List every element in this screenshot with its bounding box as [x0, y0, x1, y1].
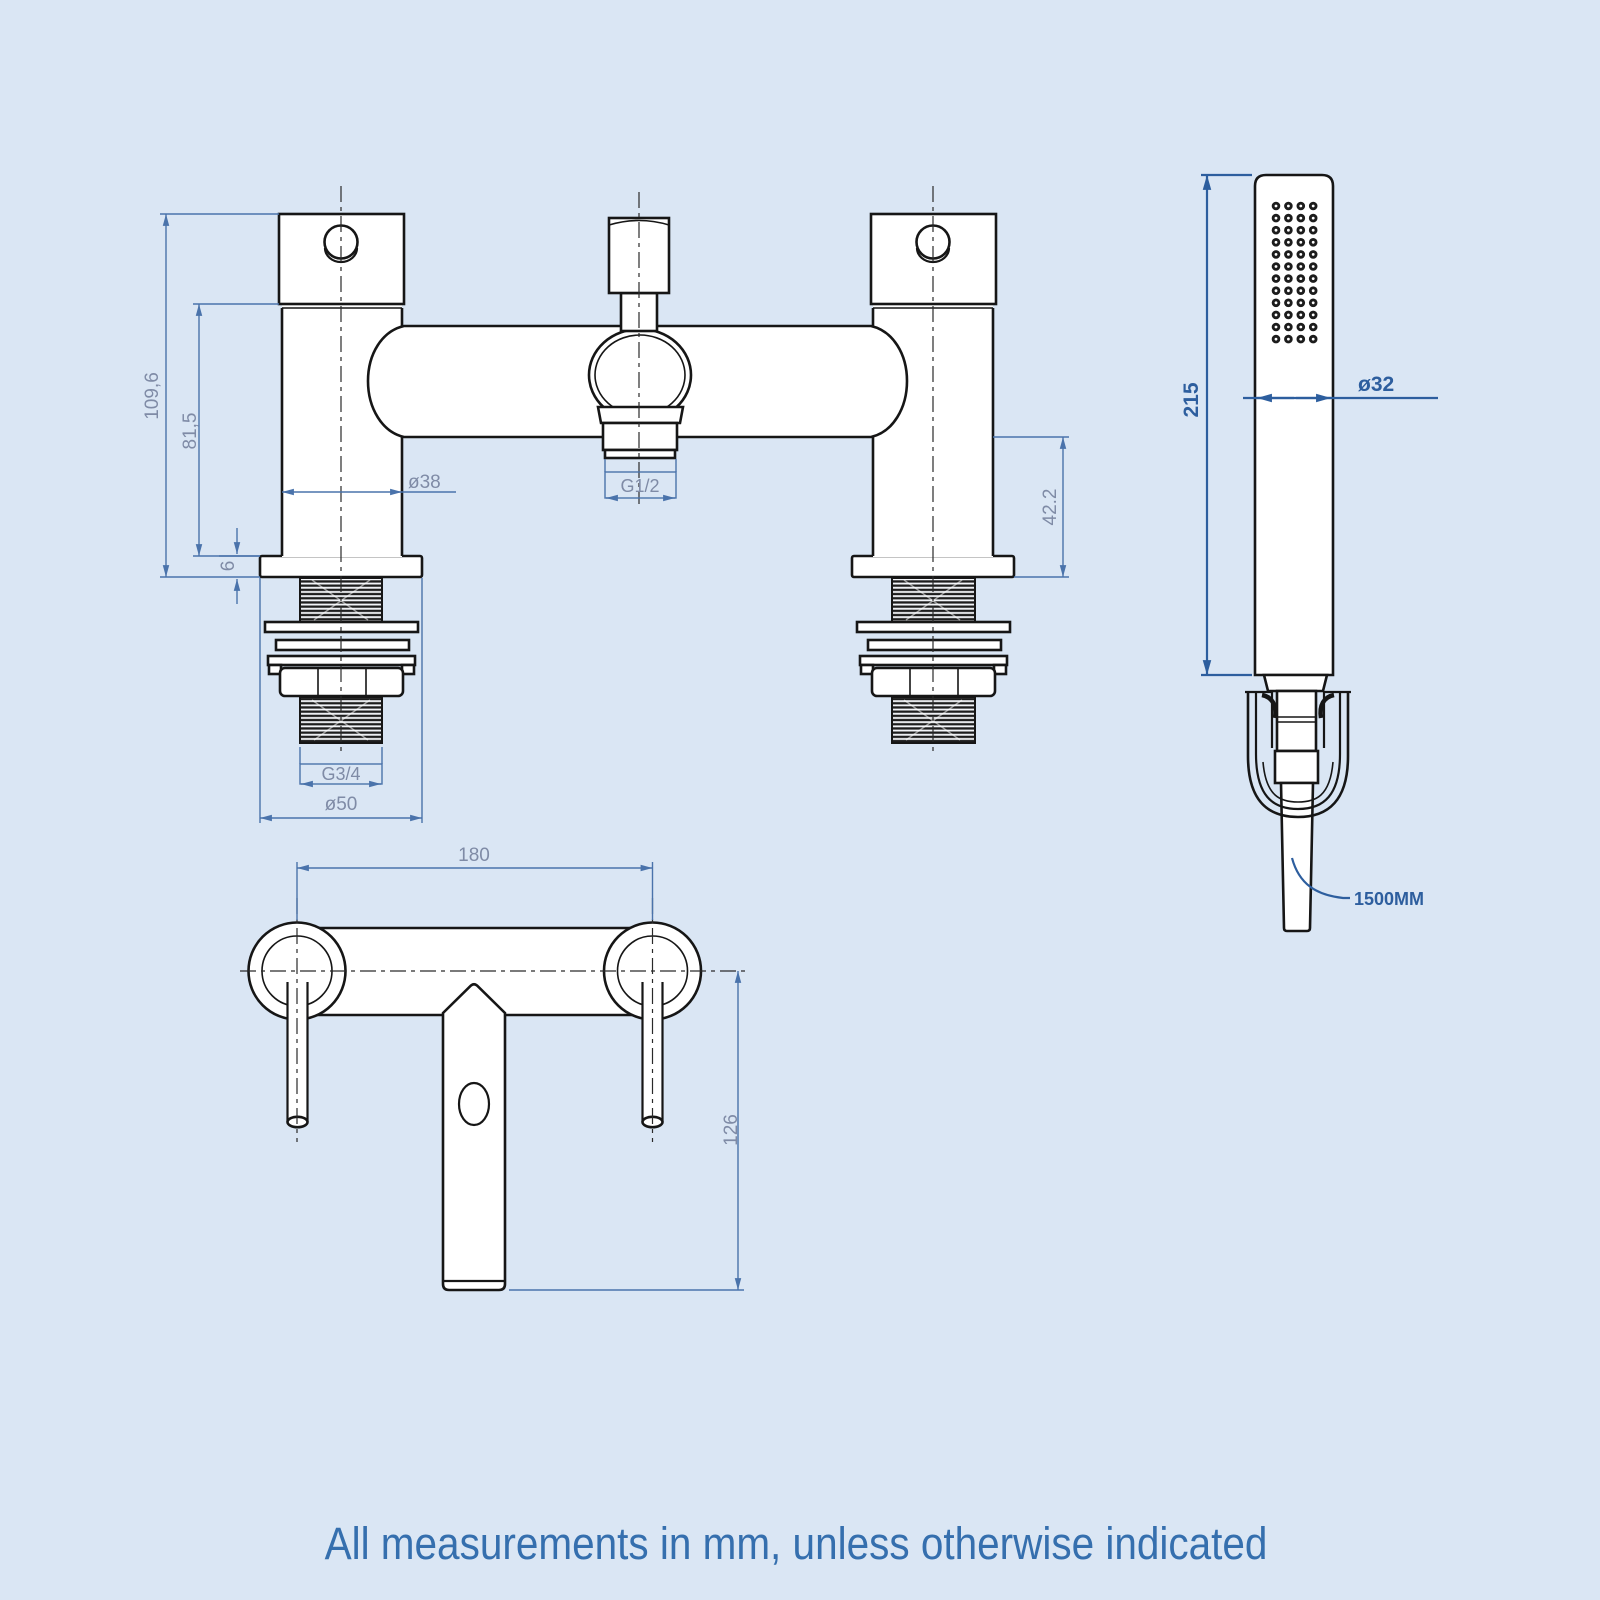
spray-holes	[1271, 201, 1318, 344]
dim-total-height-label: 109,6	[142, 372, 163, 420]
front-view: 109,6 81,5 6 ø38 G1/2 G3/4 ø50	[142, 186, 1069, 823]
plan-dimensions: 180 126	[296, 845, 744, 1291]
wall-bracket	[1245, 690, 1351, 819]
handset-dimensions: 215 ø32 1500MM	[1180, 173, 1438, 909]
hose-connector	[1273, 749, 1320, 785]
dim-tap-centres-label: 180	[458, 845, 490, 866]
dim-handset-length-label: 215	[1180, 382, 1203, 417]
measurement-note: All measurements in mm, unless otherwise…	[325, 1519, 1268, 1569]
dim-body-to-deck-label: 42.2	[1040, 489, 1061, 526]
shower-outlet	[601, 421, 679, 452]
spout-hole	[457, 1081, 491, 1127]
dim-outlet-thread-label: G1/2	[620, 476, 659, 496]
dim-body-height-label: 81,5	[180, 413, 201, 450]
handset-body	[1253, 173, 1335, 677]
handset-neck	[1262, 673, 1329, 693]
dim-pillar-diameter-label: ø38	[408, 472, 441, 493]
plan-spout	[441, 982, 507, 1292]
hose-length-label: 1500MM	[1354, 889, 1424, 909]
handset-shaft	[1275, 689, 1318, 753]
shower-hose	[1279, 781, 1315, 933]
outlet-collar	[596, 405, 685, 425]
front-dimensions: 109,6 81,5 6 ø38 G1/2 G3/4 ø50	[142, 213, 1069, 823]
dim-handset-diameter-label: ø32	[1358, 373, 1394, 396]
plan-view: 180 126	[240, 845, 750, 1292]
dim-base-diameter-label: ø50	[325, 794, 358, 815]
handset-view: 215 ø32 1500MM	[1180, 173, 1438, 933]
dim-spout-reach-label: 126	[721, 1114, 742, 1146]
dim-inlet-thread-label: G3/4	[321, 764, 360, 784]
dim-deck-thickness-label: 6	[218, 561, 239, 572]
